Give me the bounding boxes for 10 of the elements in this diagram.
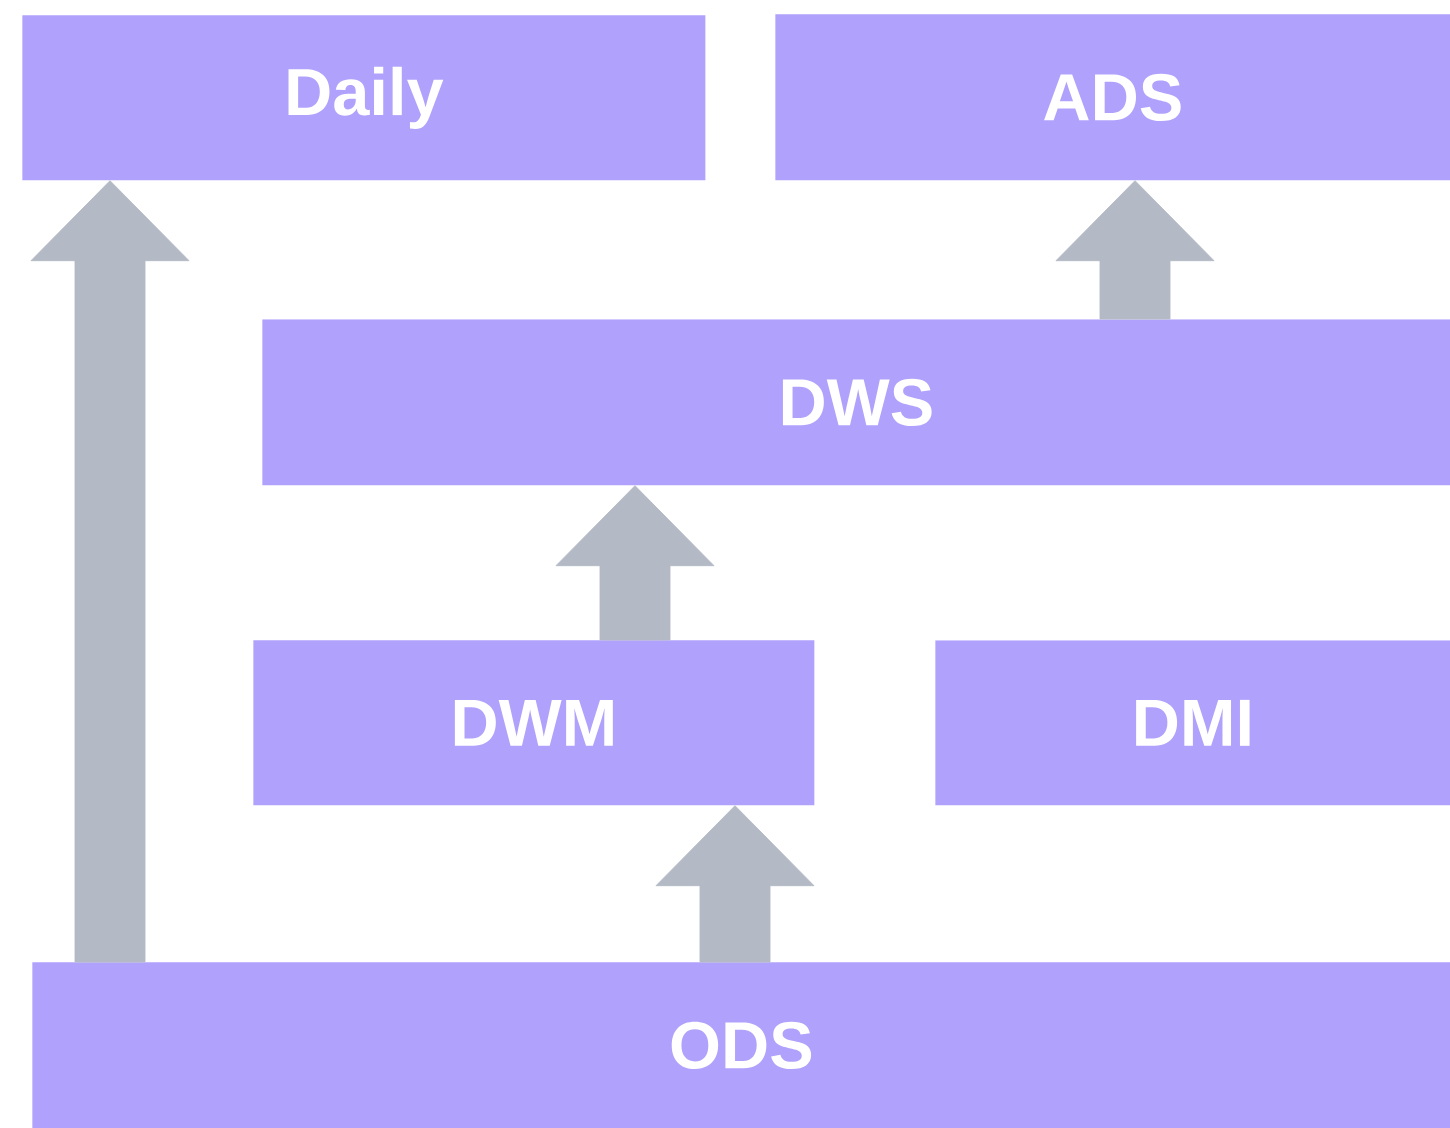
- layer-box: DWS: [262, 319, 1450, 486]
- block-arrow: [655, 805, 815, 963]
- layer-box: DWM: [253, 640, 815, 806]
- layer-box: Daily: [22, 15, 706, 181]
- block-arrow: [1055, 180, 1215, 320]
- layer-box: DMI: [935, 640, 1450, 806]
- layer-box: ADS: [775, 14, 1450, 181]
- block-arrow: [555, 485, 715, 641]
- block-arrow: [30, 180, 190, 963]
- layer-box: ODS: [32, 962, 1450, 1128]
